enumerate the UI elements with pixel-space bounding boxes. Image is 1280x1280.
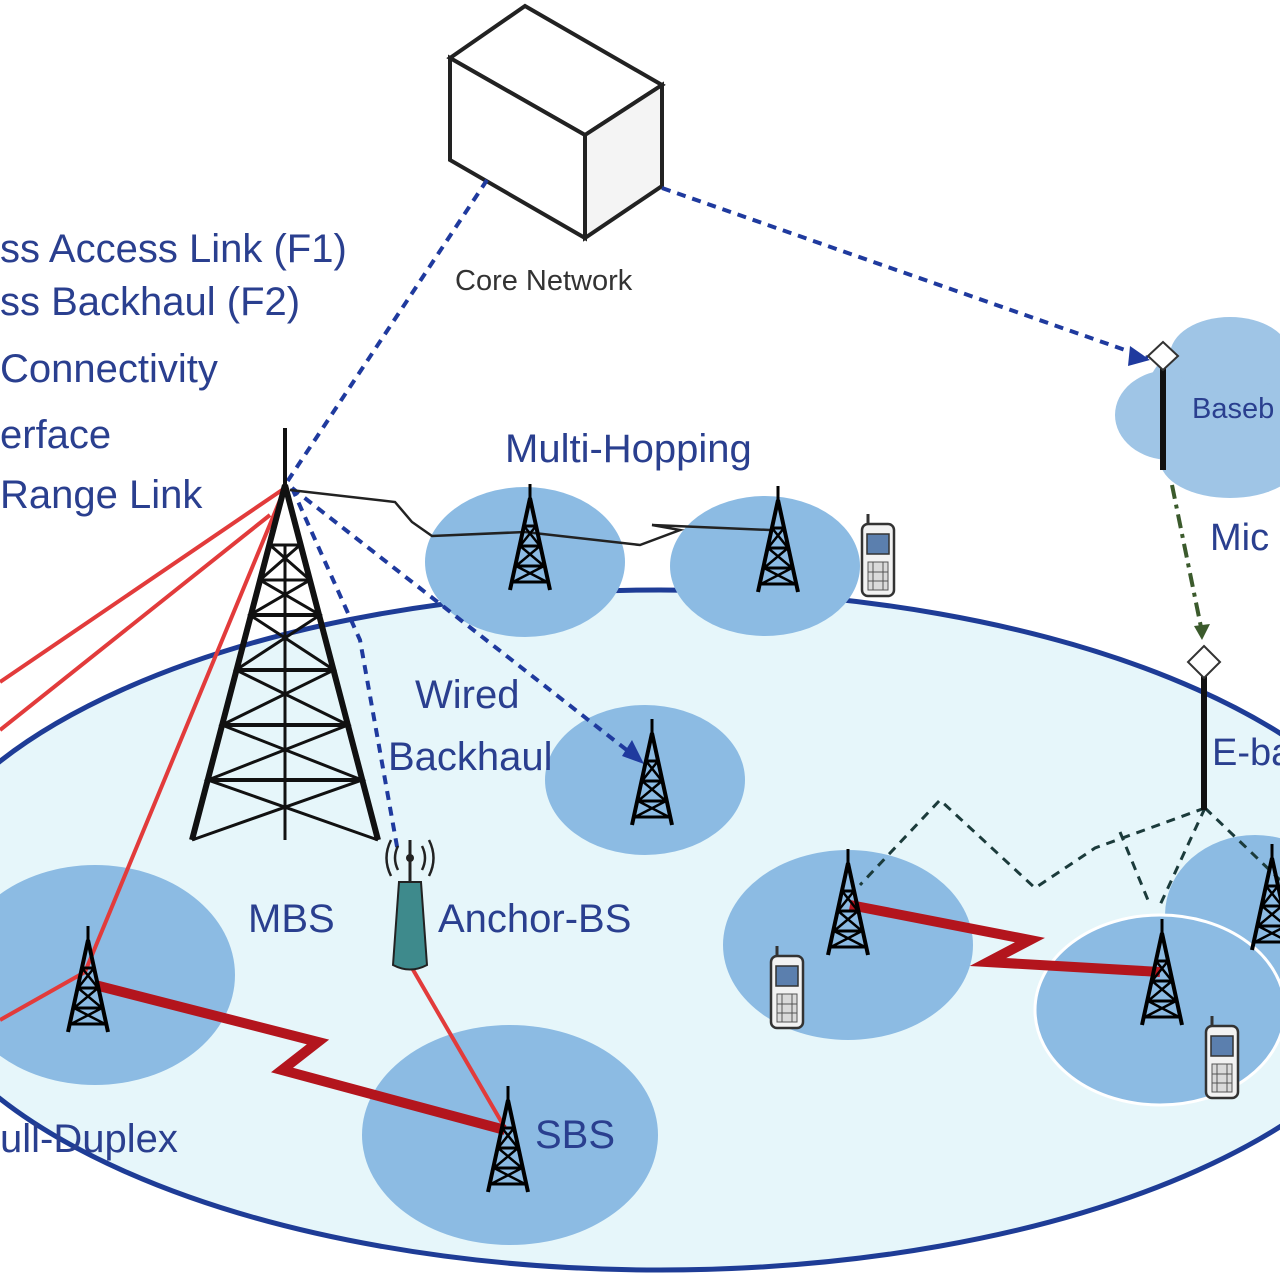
multi-hop-links [289,488,771,547]
legend-item-range-link: Range Link [0,473,203,517]
cell-mmwave-1 [723,850,973,1040]
multihop-mbs-to-bs1 [289,488,526,538]
phone-icon [860,512,896,598]
legend-item-connectivity: Connectivity [0,347,218,391]
backhaul-label: Backhaul [388,735,553,779]
multi-hopping-label: Multi-Hopping [505,427,752,471]
cell-full-duplex [0,865,235,1085]
link-core-to-baseband [661,186,1149,360]
access-link-mbs-left-1 [0,486,287,684]
micro-link [1170,484,1204,633]
baseband-diamond-icon [1146,340,1180,372]
small-cells [0,487,1280,1245]
phone-icon [769,944,805,1030]
cell-mmwave-2-outline [1033,913,1280,1107]
access-link-mbs-fd [83,487,287,973]
access-links [0,486,507,1130]
link-core-to-mbs [285,178,489,484]
e-band-label: E-ba [1212,732,1280,774]
link-mbs-to-wired-sbs [290,486,644,764]
e-band-diamond-icon [1186,644,1222,680]
legend: ss Access Link (F1) ss Backhaul (F2) Con… [0,227,347,517]
mbs-label: MBS [248,897,335,941]
arrow-core-to-baseband [1128,346,1150,366]
full-duplex-label: ull-Duplex [0,1117,178,1161]
access-link-fd-left [0,970,86,1022]
cloud-icon [1115,317,1280,498]
micro-label: Mic [1210,517,1269,559]
zigzag-fd-sbs [93,980,507,1135]
legend-item-interface: erface [0,413,111,457]
fronthaul-links [1146,340,1222,810]
tower-icon [189,428,381,842]
multihop-bs1-to-bs2 [524,523,771,547]
access-link-anchor-sbs [410,966,507,1130]
arrow-mbs-to-wired [622,740,644,764]
zigzag-mmwave [849,900,1161,977]
sbs-label: SBS [535,1113,615,1157]
wireless-backhaul-zigzags [93,900,1161,1135]
anchor-bs-label: Anchor-BS [438,897,631,941]
baseband-label: Baseb [1192,393,1274,425]
antenna-icon [385,839,435,971]
mmwave-dashed-mesh [858,797,1280,906]
core-network-label: Core Network [455,265,633,297]
wired-label: Wired [415,673,519,717]
legend-item-access-link: ss Access Link (F1) [0,227,347,271]
dashed-backhaul-links [285,178,1149,853]
access-link-mbs-left-2 [0,513,272,732]
link-mbs-to-anchor [290,487,400,853]
server-box-icon [446,3,666,242]
legend-item-backhaul: ss Backhaul (F2) [0,280,300,324]
phone-icon [1204,1014,1240,1100]
macro-cell-area [0,587,1280,1273]
cell-multihop-1 [425,487,625,637]
